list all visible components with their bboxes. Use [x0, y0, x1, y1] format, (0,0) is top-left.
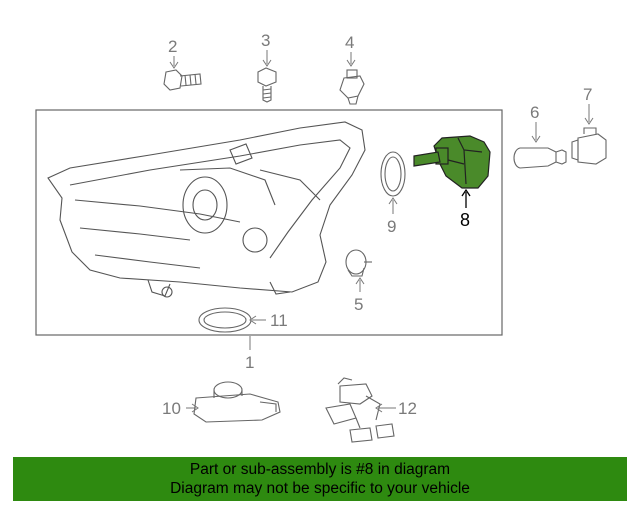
- assembly-frame: [35, 109, 503, 336]
- callout-10: 10: [162, 399, 181, 418]
- callout-4: 4: [345, 33, 354, 52]
- screw-3: [257, 67, 277, 103]
- callout-9: 9: [387, 217, 396, 236]
- callout-1: 1: [245, 353, 254, 372]
- banner-line-1: Part or sub-assembly is #8 in diagram: [189, 461, 451, 478]
- bulb-6: [513, 147, 567, 169]
- grommet-5: [345, 249, 372, 277]
- gasket-9: [380, 151, 406, 197]
- banner-line-2: Diagram may not be specific to your vehi…: [170, 480, 470, 497]
- clip-4: [339, 69, 365, 105]
- callout-5: 5: [354, 295, 363, 314]
- harness-12: [325, 377, 395, 443]
- actuator-8-highlighted: [413, 135, 491, 189]
- callout-12: 12: [398, 399, 417, 418]
- bolt-2: [163, 69, 202, 91]
- notice-banner: Part or sub-assembly is #8 in diagram Di…: [13, 457, 627, 501]
- headlamp-housing: [47, 121, 366, 298]
- callout-11: 11: [270, 311, 288, 330]
- callout-8: 8: [460, 210, 470, 230]
- module-10: [193, 381, 281, 423]
- socket-7: [571, 127, 607, 165]
- callout-2: 2: [168, 37, 177, 56]
- callout-6: 6: [530, 103, 539, 122]
- seal-ring-11: [198, 307, 252, 333]
- callout-3: 3: [261, 31, 270, 50]
- callout-7: 7: [583, 85, 592, 104]
